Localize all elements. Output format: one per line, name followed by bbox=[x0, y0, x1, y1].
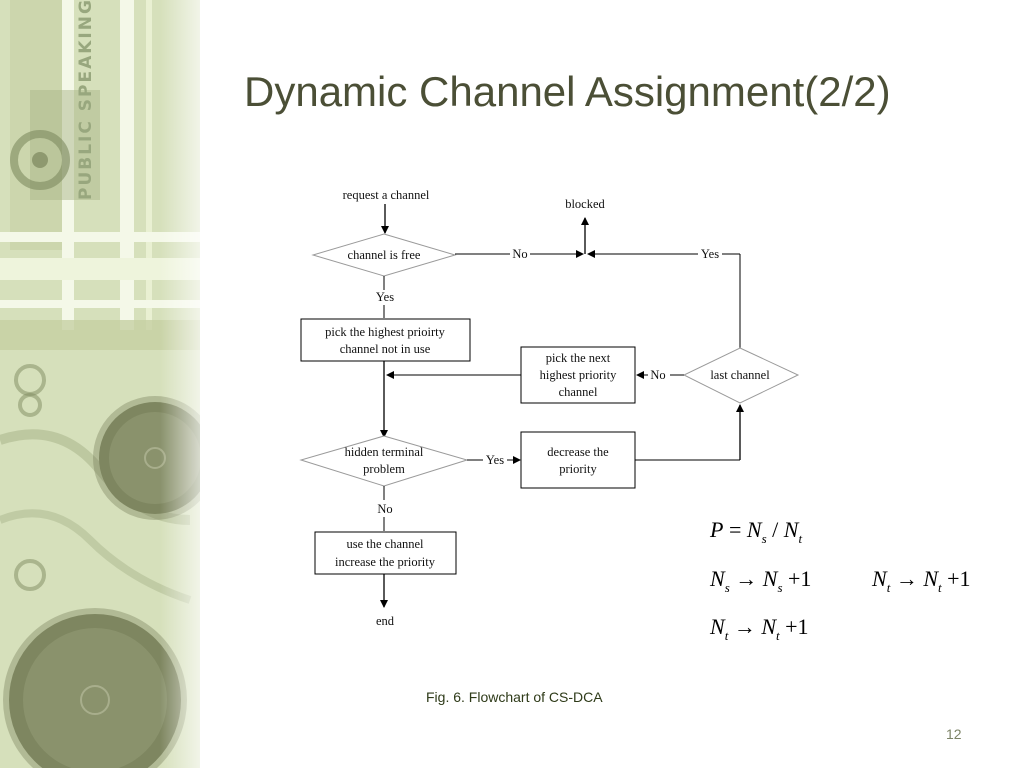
figure-caption: Fig. 6. Flowchart of CS-DCA bbox=[426, 689, 603, 705]
label-yes-hidden: Yes bbox=[486, 453, 504, 467]
label-no-hidden: No bbox=[377, 502, 392, 516]
blocked-label: blocked bbox=[565, 197, 605, 211]
page-number: 12 bbox=[946, 726, 962, 742]
slide-title: Dynamic Channel Assignment(2/2) bbox=[244, 68, 891, 115]
label-no-free: No bbox=[512, 247, 527, 261]
box-pick-highest-line2: channel not in use bbox=[340, 342, 431, 356]
label-yes-last: Yes bbox=[701, 247, 719, 261]
box-pick-highest-line1: pick the highest prioirty bbox=[325, 325, 446, 339]
box-pick-next-line2: highest priority bbox=[540, 368, 617, 382]
box-use-channel bbox=[314, 531, 457, 575]
label-yes-free: Yes bbox=[376, 290, 394, 304]
decorative-fade bbox=[160, 0, 200, 768]
box-decrease-line2: priority bbox=[559, 462, 597, 476]
formula-nt-increment-2: Nt → Nt +1 bbox=[710, 614, 809, 643]
box-decrease-priority bbox=[520, 431, 636, 489]
box-use-channel-line1: use the channel bbox=[346, 537, 424, 551]
box-pick-next bbox=[520, 346, 636, 404]
box-pick-next-line1: pick the next bbox=[546, 351, 611, 365]
start-label: request a channel bbox=[343, 188, 430, 202]
decorative-band: PUBLIC SPEAKING bbox=[0, 0, 200, 768]
decision-hidden-terminal bbox=[299, 435, 469, 487]
box-use-channel-line2: increase the priority bbox=[335, 555, 436, 569]
box-decrease-line1: decrease the bbox=[547, 445, 609, 459]
formula-ns-increment: Ns → Ns +1 bbox=[710, 566, 812, 595]
decision-last-channel bbox=[682, 347, 800, 404]
formula-nt-increment: Nt → Nt +1 bbox=[872, 566, 971, 595]
label-no-last: No bbox=[650, 368, 665, 382]
decision-last-channel-label: last channel bbox=[710, 368, 770, 382]
decision-hidden-line1: hidden terminal bbox=[345, 445, 424, 459]
box-pick-next-line3: channel bbox=[559, 385, 598, 399]
end-label: end bbox=[376, 614, 395, 628]
formula-p: P = Ns / Nt bbox=[710, 517, 803, 546]
decision-channel-free-label: channel is free bbox=[348, 248, 421, 262]
decision-hidden-line2: problem bbox=[363, 462, 405, 476]
box-pick-highest bbox=[300, 318, 471, 362]
